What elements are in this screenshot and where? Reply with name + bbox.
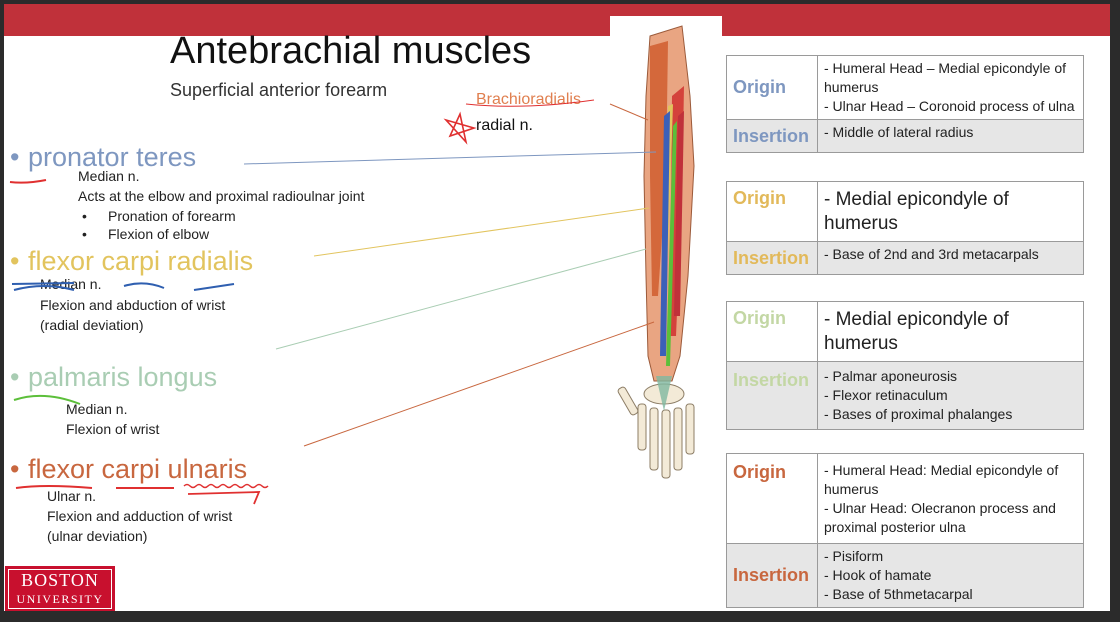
insertion-label: Insertion xyxy=(726,119,818,153)
origin-row: Origin - Humeral Head: Medial epicondyle… xyxy=(726,453,1084,544)
top-bar xyxy=(4,4,1110,36)
insertion-cell: - Middle of lateral radius xyxy=(817,119,1084,153)
origin-cell: - Humeral Head – Medial epicondyle of hu… xyxy=(817,55,1084,120)
radial-nerve-label: radial n. xyxy=(476,117,533,134)
brachioradialis-label: Brachioradialis xyxy=(476,91,581,108)
insertion-cell: - Base of 2nd and 3rd metacarpals xyxy=(817,241,1084,275)
pronator-teres-nerve: Median n. xyxy=(78,168,140,184)
flexor-carpi-ulnaris-nerve: Ulnar n. xyxy=(47,488,97,504)
bullet: • xyxy=(10,246,20,276)
muscle-title-palmaris-longus: • palmaris longus xyxy=(10,362,217,393)
origin-row: Origin - Medial epicondyle of humerus xyxy=(726,301,1084,362)
pronator-teres-table: Origin - Humeral Head – Medial epicondyl… xyxy=(726,55,1084,153)
palmaris-longus-leader-line xyxy=(275,248,647,350)
muscle-title-pronator-teres: • pronator teres xyxy=(10,142,196,173)
muscle-name: pronator teres xyxy=(28,142,197,172)
flexor-carpi-radialis-table: Origin - Medial epicondyle of humerus In… xyxy=(726,181,1084,275)
origin-label: Origin xyxy=(726,301,818,362)
muscle-name: palmaris longus xyxy=(28,362,218,392)
bullet: • xyxy=(10,454,20,484)
logo-line-2: UNIVERSITY xyxy=(16,592,104,606)
muscle-title-flexor-carpi-ulnaris: • flexor carpi ulnaris xyxy=(10,454,247,485)
flexor-carpi-ulnaris-action: Flexion and adduction of wrist xyxy=(47,508,233,524)
flexor-carpi-radialis-note: (radial deviation) xyxy=(40,317,144,333)
insertion-label: Insertion xyxy=(726,361,818,430)
palmaris-longus-nerve: Median n. xyxy=(66,401,128,417)
red-handwritten-star xyxy=(443,111,477,145)
bottom-bar xyxy=(0,611,1120,622)
flexor-carpi-ulnaris-note: (ulnar deviation) xyxy=(47,528,148,544)
red-handwritten-underline xyxy=(9,179,47,184)
insertion-cell: - Pisiform- Hook of hamate- Base of 5thm… xyxy=(817,543,1084,608)
insertion-row: Insertion - Base of 2nd and 3rd metacarp… xyxy=(726,241,1084,275)
bullet: • xyxy=(10,142,20,172)
forearm-drawing xyxy=(617,25,695,479)
flexor-carpi-radialis-leader-line xyxy=(313,207,650,257)
flexor-carpi-ulnaris-table: Origin - Humeral Head: Medial epicondyle… xyxy=(726,453,1084,608)
muscle-name: flexor carpi ulnaris xyxy=(28,454,248,484)
slide: Antebrachial muscles Superficial anterio… xyxy=(4,4,1110,615)
origin-cell: - Humeral Head: Medial epicondyle of hum… xyxy=(817,453,1084,544)
origin-cell: - Medial epicondyle of humerus xyxy=(817,301,1084,362)
origin-row: Origin - Medial epicondyle of humerus xyxy=(726,181,1084,242)
palmaris-longus-table: Origin - Medial epicondyle of humerus In… xyxy=(726,301,1084,430)
forearm-illustration xyxy=(610,16,722,486)
flexor-carpi-radialis-nerve: Median n. xyxy=(40,276,102,292)
slide-title: Antebrachial muscles xyxy=(170,30,532,72)
muscle-title-flexor-carpi-radialis: • flexor carpi radialis xyxy=(10,246,253,277)
flexor-carpi-radialis-action: Flexion and abduction of wrist xyxy=(40,297,226,313)
origin-label: Origin xyxy=(726,181,818,242)
logo-line-1: BOSTON xyxy=(21,570,99,590)
insertion-row: Insertion - Pisiform- Hook of hamate- Ba… xyxy=(726,543,1084,608)
insertion-cell: - Palmar aponeurosis- Flexor retinaculum… xyxy=(817,361,1084,430)
slide-subtitle: Superficial anterior forearm xyxy=(170,80,388,100)
pronator-teres-sub-bullet: •Flexion of elbow xyxy=(82,226,210,242)
insertion-label: Insertion xyxy=(726,543,818,608)
origin-label: Origin xyxy=(726,55,818,120)
pronator-teres-sub-bullet: •Pronation of forearm xyxy=(82,208,236,224)
bullet: • xyxy=(10,362,20,392)
muscle-name: flexor carpi radialis xyxy=(28,246,254,276)
origin-label: Origin xyxy=(726,453,818,544)
boston-university-logo: BOSTON UNIVERSITY xyxy=(5,566,115,612)
pronator-teres-leader-line xyxy=(243,151,657,165)
palmaris-longus-action: Flexion of wrist xyxy=(66,421,160,437)
insertion-row: Insertion - Palmar aponeurosis- Flexor r… xyxy=(726,361,1084,430)
red-handwritten-arrow xyxy=(187,491,261,505)
origin-cell: - Medial epicondyle of humerus xyxy=(817,181,1084,242)
insertion-row: Insertion - Middle of lateral radius xyxy=(726,119,1084,153)
insertion-label: Insertion xyxy=(726,241,818,275)
flexor-carpi-ulnaris-leader-line xyxy=(303,321,655,447)
pronator-teres-action: Acts at the elbow and proximal radioulna… xyxy=(78,188,365,204)
origin-row: Origin - Humeral Head – Medial epicondyl… xyxy=(726,55,1084,120)
